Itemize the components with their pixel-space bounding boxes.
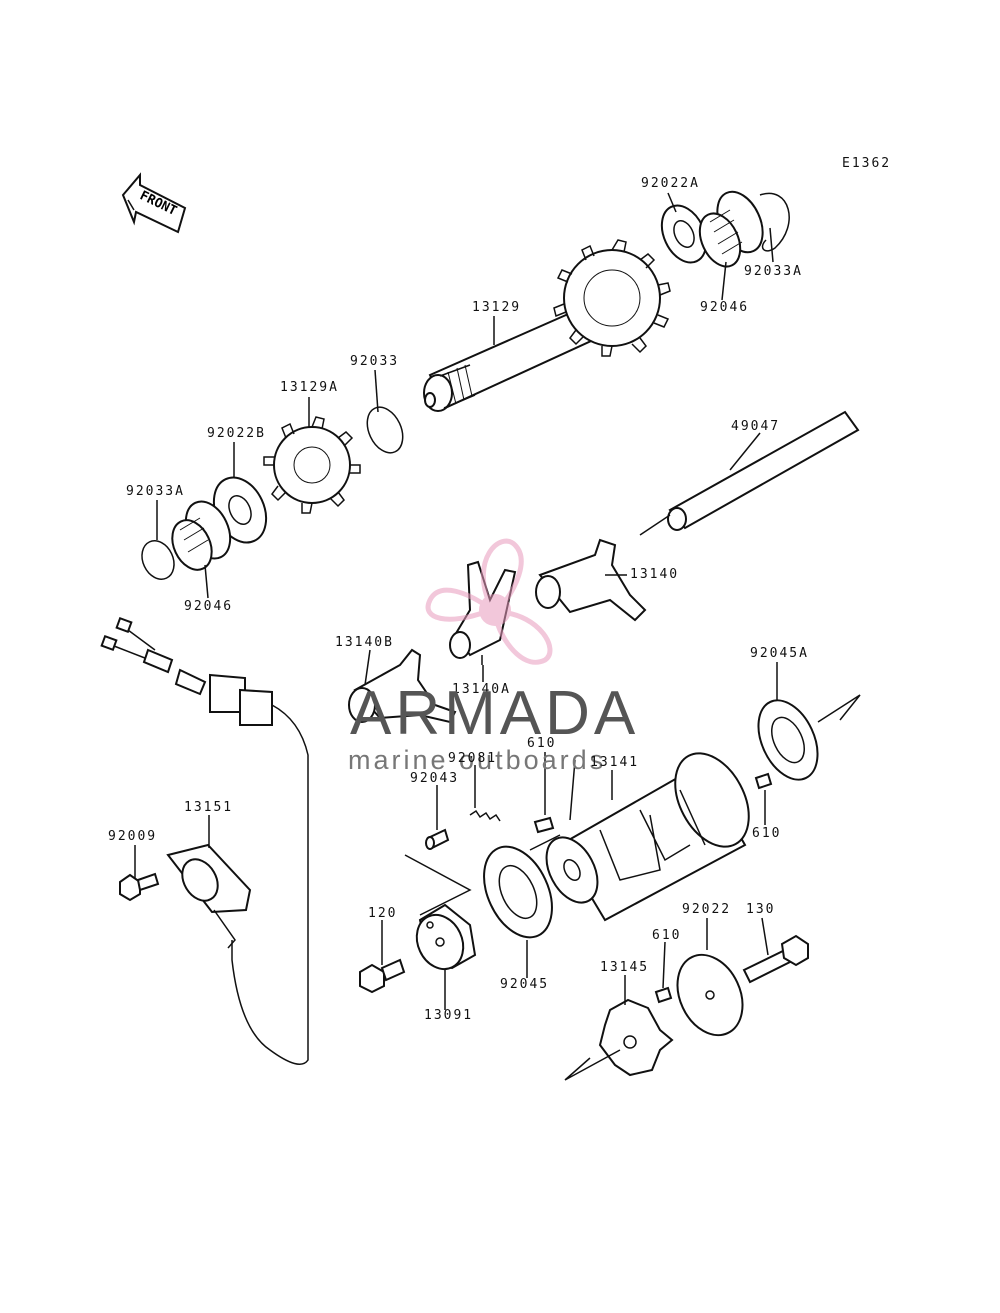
label-13129A: 13129A	[280, 380, 339, 395]
label-610-mid: 610	[527, 736, 557, 751]
neutral-switch-harness	[100, 616, 309, 1065]
label-92033: 92033	[350, 354, 400, 369]
label-13140A: 13140A	[452, 682, 511, 697]
star-plate-13145	[564, 998, 674, 1081]
label-610-low: 610	[652, 928, 682, 943]
label-13129: 13129	[472, 300, 522, 315]
bolt-120	[359, 958, 406, 994]
label-13091: 13091	[424, 1008, 474, 1023]
circlip-92033	[366, 406, 404, 454]
label-92045A: 92045A	[750, 646, 809, 661]
leader-lines	[134, 192, 778, 1010]
label-92009: 92009	[108, 829, 158, 844]
dowel-pin-610-mid	[533, 816, 555, 834]
label-92022B: 92022B	[207, 426, 266, 441]
label-92033A-left: 92033A	[126, 484, 185, 499]
bearing-92045	[483, 845, 553, 939]
gear-13129A	[263, 416, 361, 514]
armada-logo-icon	[425, 538, 553, 665]
label-92081: 92081	[448, 751, 498, 766]
dowel-pin-610-right	[754, 772, 773, 790]
label-92033A-top: 92033A	[744, 264, 803, 279]
label-92022: 92022	[682, 902, 732, 917]
dowel-pin-610-low	[654, 986, 673, 1004]
bearing-92046-left	[171, 500, 232, 571]
watermark-subtitle: marine outboards	[348, 745, 607, 775]
bolt-92009	[119, 872, 160, 902]
label-610-right: 610	[752, 826, 782, 841]
label-92046-top: 92046	[700, 300, 750, 315]
washer-92022A	[660, 204, 708, 264]
label-92046-left: 92046	[184, 599, 234, 614]
shift-fork-13140B	[348, 648, 457, 724]
label-49047: 49047	[731, 419, 781, 434]
label-130: 130	[746, 902, 776, 917]
shift-rod-49047	[639, 410, 860, 536]
washer-92022	[676, 953, 744, 1037]
gear-13129	[553, 239, 671, 357]
bolt-130	[742, 934, 809, 984]
front-arrow-icon: FRONT	[121, 172, 187, 234]
label-13145: 13145	[600, 960, 650, 975]
label-92043: 92043	[410, 771, 460, 786]
shift-fork-13140	[535, 538, 647, 622]
label-13151: 13151	[184, 800, 234, 815]
label-120: 120	[368, 906, 398, 921]
label-13140: 13140	[630, 567, 680, 582]
spring-92081	[469, 809, 501, 822]
circlip-92033A-top	[759, 192, 790, 252]
cam-13091	[415, 903, 477, 971]
label-13141: 13141	[590, 755, 640, 770]
label-92022A: 92022A	[641, 176, 700, 191]
pin-92043	[404, 828, 472, 916]
bearing-92046-top	[698, 190, 764, 268]
bearing-92045A	[757, 694, 861, 781]
main-shaft-13129	[423, 239, 671, 412]
label-92045: 92045	[500, 977, 550, 992]
diagram-code: E1362	[842, 156, 892, 171]
circlip-92033A-left	[141, 540, 175, 580]
label-13140B: 13140B	[335, 635, 394, 650]
shift-drum-13141	[529, 752, 750, 922]
watermark-title: ARMADA	[350, 679, 640, 748]
